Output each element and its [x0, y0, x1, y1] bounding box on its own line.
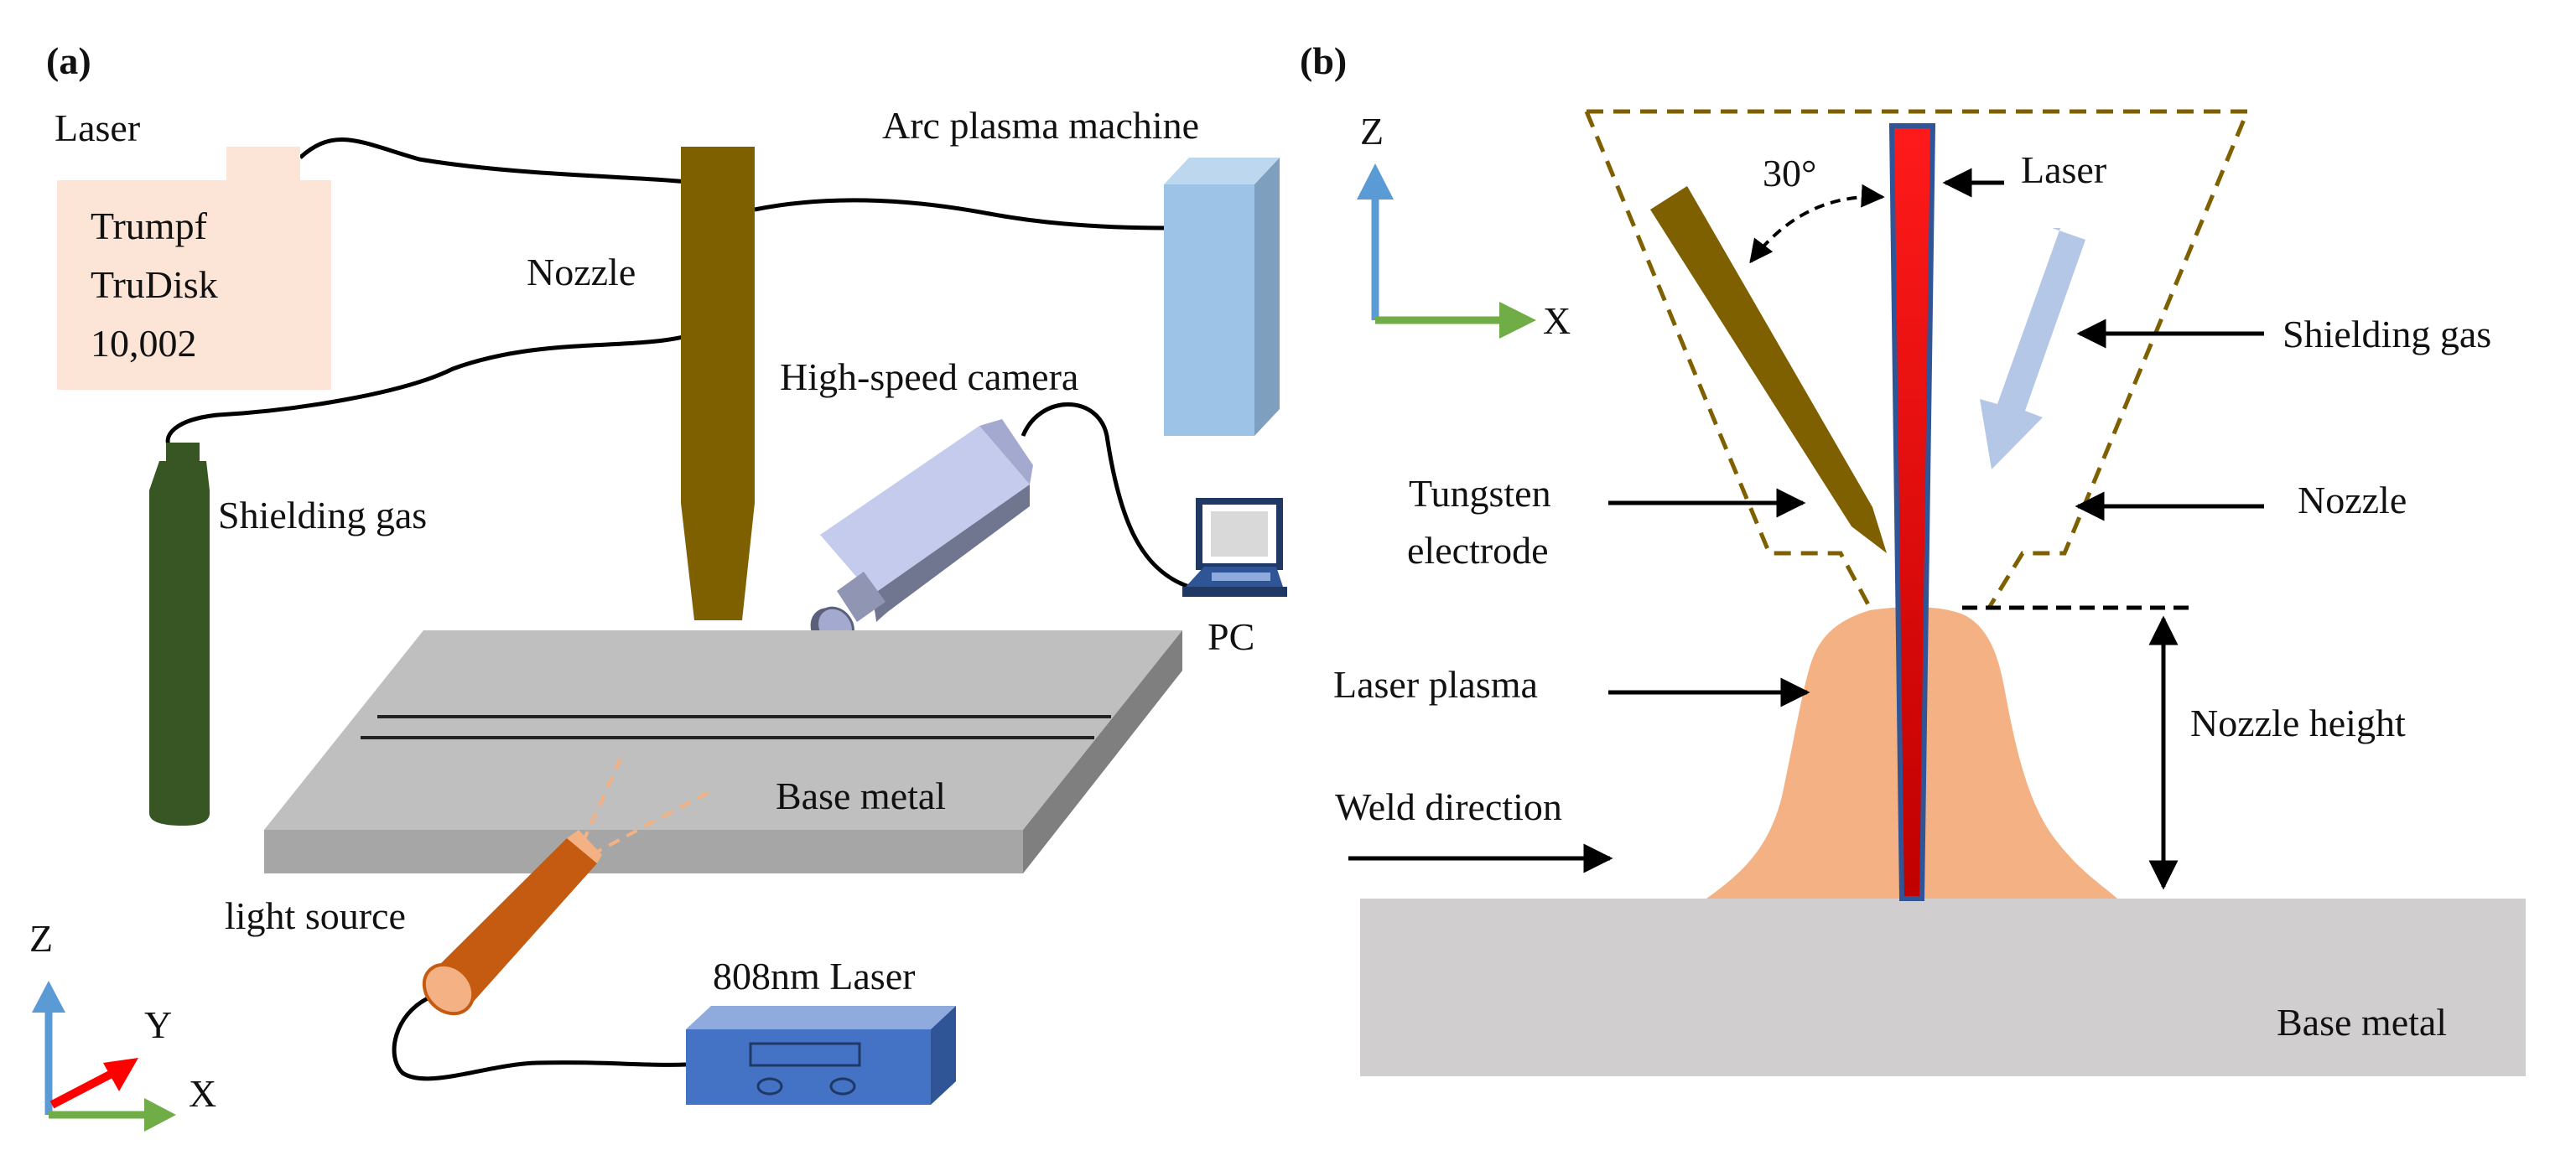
laser-model-line1: Trumpf [91, 205, 208, 247]
tungsten-electrode [1650, 186, 1887, 553]
angle-arc [1749, 184, 1885, 264]
shielding-gas-flow-arrow [1980, 228, 2085, 469]
base-metal-plate [264, 630, 1182, 873]
nozzle-outline [1584, 109, 2251, 609]
tungsten-label-line1: Tungsten [1409, 472, 1551, 515]
light-source-label: light source [225, 894, 406, 937]
high-speed-camera [810, 419, 1033, 650]
base-metal-b-label: Base metal [2277, 1001, 2447, 1044]
illumination-rays [581, 758, 709, 857]
laser-model-line3: 10,002 [91, 322, 197, 365]
shielding-gas-cylinder [149, 443, 210, 826]
panel-b-label: (b) [1300, 39, 1347, 82]
light-source [422, 830, 602, 1016]
light-source-cable [392, 995, 687, 1081]
axes-a: Z Y X [29, 917, 216, 1132]
camera-label: High-speed camera [780, 355, 1078, 398]
base-metal-block [1360, 899, 2526, 1076]
weld-direction-label: Weld direction [1335, 785, 1562, 828]
laser-beam [1888, 123, 1936, 901]
shielding-gas-label: Shielding gas [218, 494, 427, 536]
arc-cable [754, 198, 1166, 231]
camera-cable [1021, 402, 1190, 589]
laser-source-box [57, 147, 331, 390]
laser-b-label: Laser [2021, 148, 2106, 191]
pc-label: PC [1208, 615, 1254, 658]
arc-plasma-label: Arc plasma machine [882, 104, 1199, 147]
arc-plasma-machine [1164, 158, 1280, 436]
gas-hose [165, 331, 697, 453]
laser-cable [299, 137, 697, 185]
panel-a-label: (a) [46, 39, 91, 82]
pc-icon [1182, 498, 1287, 597]
angle-label: 30° [1763, 152, 1816, 194]
laser-808-unit [686, 1006, 956, 1105]
laser-model-line2: TruDisk [91, 263, 218, 306]
tungsten-label-line2: electrode [1407, 529, 1549, 572]
shielding-gas-b-label: Shielding gas [2283, 313, 2491, 355]
axis-b-x-label: X [1543, 299, 1571, 342]
axis-a-y-label: Y [144, 1003, 172, 1046]
panel-b: (b) Z X Base metal 30° Laser [1300, 39, 2526, 1076]
laser-plasma-label: Laser plasma [1333, 663, 1538, 706]
nozzle-height-label: Nozzle height [2190, 702, 2406, 744]
nozzle-label: Nozzle [527, 251, 636, 293]
axis-a-x-label: X [189, 1072, 216, 1115]
laser-808-label: 808nm Laser [713, 955, 915, 997]
axis-b-z-label: Z [1360, 110, 1384, 153]
panel-a: (a) Laser Trumpf TruDisk 10,002 Nozzle A… [29, 39, 1287, 1132]
axis-a-z-label: Z [29, 917, 53, 960]
base-metal-label: Base metal [776, 775, 946, 817]
nozzle-b-label: Nozzle [2298, 479, 2407, 521]
laser-label: Laser [55, 106, 140, 149]
axes-b: Z X [1357, 110, 1571, 342]
nozzle [681, 147, 755, 620]
